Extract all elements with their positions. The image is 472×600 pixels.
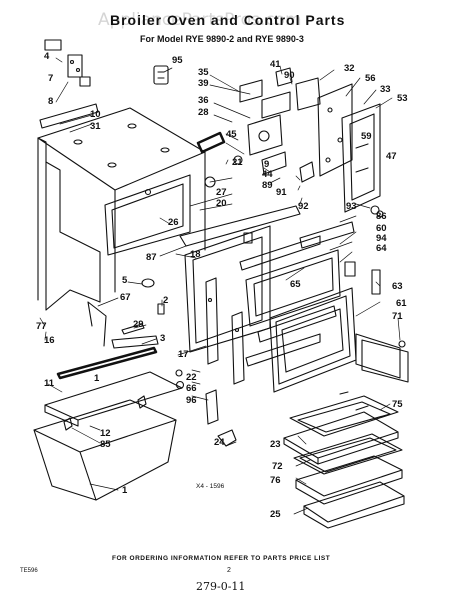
callout-25: 25 (270, 509, 281, 520)
watermark: AppliancePartsPros.com (98, 10, 302, 30)
figure-id: TE596 (20, 568, 38, 574)
diagram-code: X4 - 1596 (196, 483, 225, 490)
callout-72: 72 (272, 461, 283, 472)
page-subtitle: For Model RYE 9890-2 and RYE 9890-3 (140, 34, 304, 44)
callout-4: 4 (44, 51, 50, 62)
callout-16: 16 (44, 335, 55, 346)
part-outer-door (269, 261, 381, 393)
callout-63: 63 (392, 281, 403, 292)
callout-1-drawer: 1 (122, 485, 128, 496)
part-broiler-pans (217, 391, 405, 529)
callout-35: 35 (198, 67, 209, 78)
callout-67: 67 (120, 292, 131, 303)
callout-28: 28 (198, 107, 209, 118)
callout-95: 95 (172, 55, 183, 66)
part-screws (175, 369, 219, 425)
callout-12: 12 (100, 428, 111, 439)
callout-10: 10 (90, 109, 101, 120)
callout-18: 18 (190, 249, 201, 260)
callout-87: 87 (146, 252, 157, 263)
callout-27: 27 (216, 187, 227, 198)
callout-29: 29 (133, 319, 144, 330)
callout-33: 33 (380, 84, 391, 95)
callout-21: 21 (232, 157, 243, 168)
callout-39: 39 (198, 78, 209, 89)
part-misc-small (87, 278, 165, 349)
callout-76: 76 (270, 475, 281, 486)
callout-56: 56 (365, 73, 376, 84)
callout-44: 44 (262, 169, 273, 180)
part-door-window-frame (245, 221, 355, 327)
callout-26: 26 (168, 217, 179, 228)
part-door-trim-right (341, 103, 384, 218)
callout-60: 60 (376, 223, 387, 234)
callout-59: 59 (361, 131, 372, 142)
leader-lines (39, 57, 401, 515)
callout-64: 64 (376, 243, 387, 254)
callout-31: 31 (90, 121, 101, 132)
callout-2: 2 (163, 295, 169, 306)
callout-91: 91 (276, 187, 287, 198)
part-hinge-rails (205, 277, 337, 385)
callout-75: 75 (392, 399, 403, 410)
callout-7: 7 (48, 73, 54, 84)
callout-90: 90 (284, 70, 295, 81)
callout-41: 41 (270, 59, 281, 70)
callout-93: 93 (346, 201, 357, 212)
part-drawer (33, 346, 183, 501)
callout-77: 77 (36, 321, 47, 332)
callout-36: 36 (198, 95, 209, 106)
callout-23: 23 (270, 439, 281, 450)
callout-71: 71 (392, 311, 403, 322)
callout-3: 3 (160, 333, 166, 344)
callout-61: 61 (396, 298, 407, 309)
callout-53: 53 (397, 93, 408, 104)
callout-24: 24 (214, 437, 225, 448)
callout-9: 9 (264, 159, 270, 170)
callout-45: 45 (226, 129, 237, 140)
callout-94: 94 (376, 233, 387, 244)
callout-85: 85 (100, 439, 111, 450)
page-title: Broiler Oven and Control Parts (110, 12, 346, 28)
page-number: 2 (227, 567, 231, 574)
callout-86: 86 (376, 211, 387, 222)
part-oven-liner (104, 174, 191, 256)
callout-11: 11 (44, 378, 55, 389)
callout-5: 5 (122, 275, 128, 286)
part-control-panel (196, 67, 353, 188)
callout-32: 32 (344, 63, 355, 74)
part-bracket-top-left (44, 39, 169, 87)
callout-92: 92 (298, 201, 309, 212)
callout-20: 20 (216, 198, 227, 209)
callout-65: 65 (290, 279, 301, 290)
callout-96: 96 (186, 395, 197, 406)
callout-22: 22 (186, 372, 197, 383)
callout-89: 89 (262, 180, 273, 191)
document-number: 279-0-11 (196, 580, 246, 593)
callout-47: 47 (386, 151, 397, 162)
callout-17: 17 (178, 349, 189, 360)
ordering-note: FOR ORDERING INFORMATION REFER TO PARTS … (112, 555, 331, 562)
callout-66: 66 (186, 383, 197, 394)
part-glass-panes (355, 333, 409, 383)
callout-1: 1 (94, 373, 100, 384)
callout-8: 8 (48, 96, 54, 107)
